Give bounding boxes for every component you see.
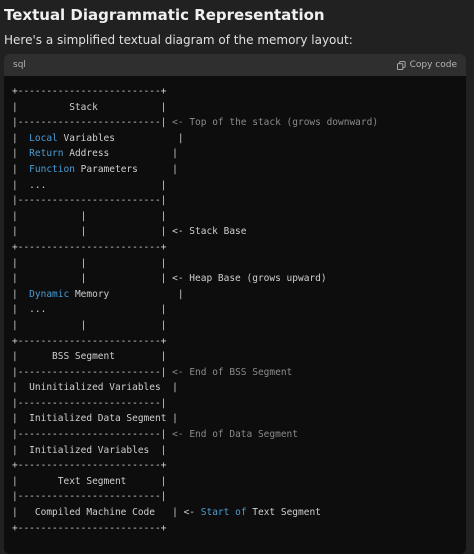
code-token: +-------------------------+: [12, 460, 167, 472]
code-line: | Text Segment |: [12, 474, 466, 490]
code-line: | | |: [12, 318, 466, 334]
code-token: | Initialized Variables |: [12, 444, 167, 456]
code-token: |-------------------------|: [12, 429, 167, 441]
code-token: | | |: [12, 257, 167, 269]
code-token: +-------------------------+: [12, 522, 167, 534]
code-token: <- Top of the stack (grows downward): [166, 117, 379, 129]
code-line: +-------------------------+: [12, 521, 466, 537]
code-token: | Stack |: [12, 101, 167, 113]
code-line: | | |: [12, 209, 466, 225]
code-token: | | | <- Stack Base: [12, 226, 247, 238]
code-line: |-------------------------| <- End of BS…: [12, 365, 466, 381]
code-line: +-------------------------+: [12, 458, 466, 474]
code-line: | | |: [12, 256, 466, 272]
code-token: <- End of Data Segment: [166, 429, 298, 441]
code-token: Local: [29, 132, 58, 144]
code-line: | Stack |: [12, 100, 466, 116]
code-line: |-------------------------|: [12, 396, 466, 412]
code-token: |-------------------------|: [12, 117, 167, 129]
code-token: | Uninitialized Variables |: [12, 382, 178, 394]
code-token: Dynamic: [29, 288, 70, 300]
code-line: |-------------------------| <- End of Da…: [12, 427, 466, 443]
section-heading: Textual Diagrammatic Representation: [4, 6, 325, 24]
code-token: | BSS Segment |: [12, 351, 167, 363]
code-line: | Dynamic Memory |: [12, 287, 466, 303]
code-line: | Uninitialized Variables |: [12, 380, 466, 396]
code-token: |: [12, 288, 30, 300]
code-line: | Initialized Variables |: [12, 443, 466, 459]
code-line: | BSS Segment |: [12, 349, 466, 365]
code-token: | Initialized Data Segment |: [12, 413, 178, 425]
code-token: | ... |: [12, 179, 167, 191]
intro-text: Here's a simplified textual diagram of t…: [4, 33, 353, 47]
code-content[interactable]: +-------------------------+ | Stack | |---…: [4, 76, 466, 536]
code-token: | | | <- Heap Base (grows upward): [12, 273, 327, 285]
code-token: <- End of BSS Segment: [166, 366, 293, 378]
code-token: |-------------------------|: [12, 195, 167, 207]
code-line: | Compiled Machine Code | <- Start of Te…: [12, 505, 466, 521]
code-token: Variables |: [57, 132, 184, 144]
code-token: Address |: [63, 148, 178, 160]
code-token: |: [12, 148, 30, 160]
code-token: | Compiled Machine Code | <-: [12, 507, 201, 519]
code-token: |: [12, 163, 30, 175]
code-token: |-------------------------|: [12, 366, 167, 378]
code-line: |-------------------------| <- Top of th…: [12, 115, 466, 131]
code-token: of: [235, 507, 247, 519]
code-token: Parameters |: [74, 163, 178, 175]
code-line: | | | <- Stack Base: [12, 224, 466, 240]
code-line: | | | <- Heap Base (grows upward): [12, 271, 466, 287]
code-token: +-------------------------+: [12, 335, 167, 347]
code-line: +-------------------------+: [12, 84, 466, 100]
code-token: Memory |: [69, 288, 184, 300]
copy-code-label: Copy code: [409, 60, 457, 70]
code-token: Text Segment: [246, 507, 321, 519]
copy-icon: [396, 60, 406, 70]
code-line: +-------------------------+: [12, 240, 466, 256]
code-token: | | |: [12, 319, 167, 331]
code-token: | ... |: [12, 304, 167, 316]
code-token: |-------------------------|: [12, 397, 167, 409]
code-block-header: sql Copy code: [4, 54, 466, 76]
code-line: | Return Address |: [12, 146, 466, 162]
code-line: +-------------------------+: [12, 334, 466, 350]
code-line: | Local Variables |: [12, 131, 466, 147]
code-token: +-------------------------+: [12, 86, 167, 97]
code-line: |-------------------------|: [12, 193, 466, 209]
code-line: | Function Parameters |: [12, 162, 466, 178]
code-token: Function: [29, 163, 75, 175]
code-line: | ... |: [12, 302, 466, 318]
code-line: | ... |: [12, 178, 466, 194]
copy-code-button[interactable]: Copy code: [396, 60, 457, 70]
code-token: |-------------------------|: [12, 491, 167, 503]
code-block: sql Copy code +-------------------------…: [4, 54, 466, 554]
code-token: |: [12, 132, 30, 144]
code-token: Return: [29, 148, 64, 160]
code-token: | Text Segment |: [12, 475, 167, 487]
code-line: | Initialized Data Segment |: [12, 411, 466, 427]
code-token: Start: [200, 507, 230, 519]
code-token: +-------------------------+: [12, 241, 167, 253]
code-token: | | |: [12, 210, 167, 222]
code-language-label: sql: [13, 60, 26, 70]
code-line: |-------------------------|: [12, 489, 466, 505]
